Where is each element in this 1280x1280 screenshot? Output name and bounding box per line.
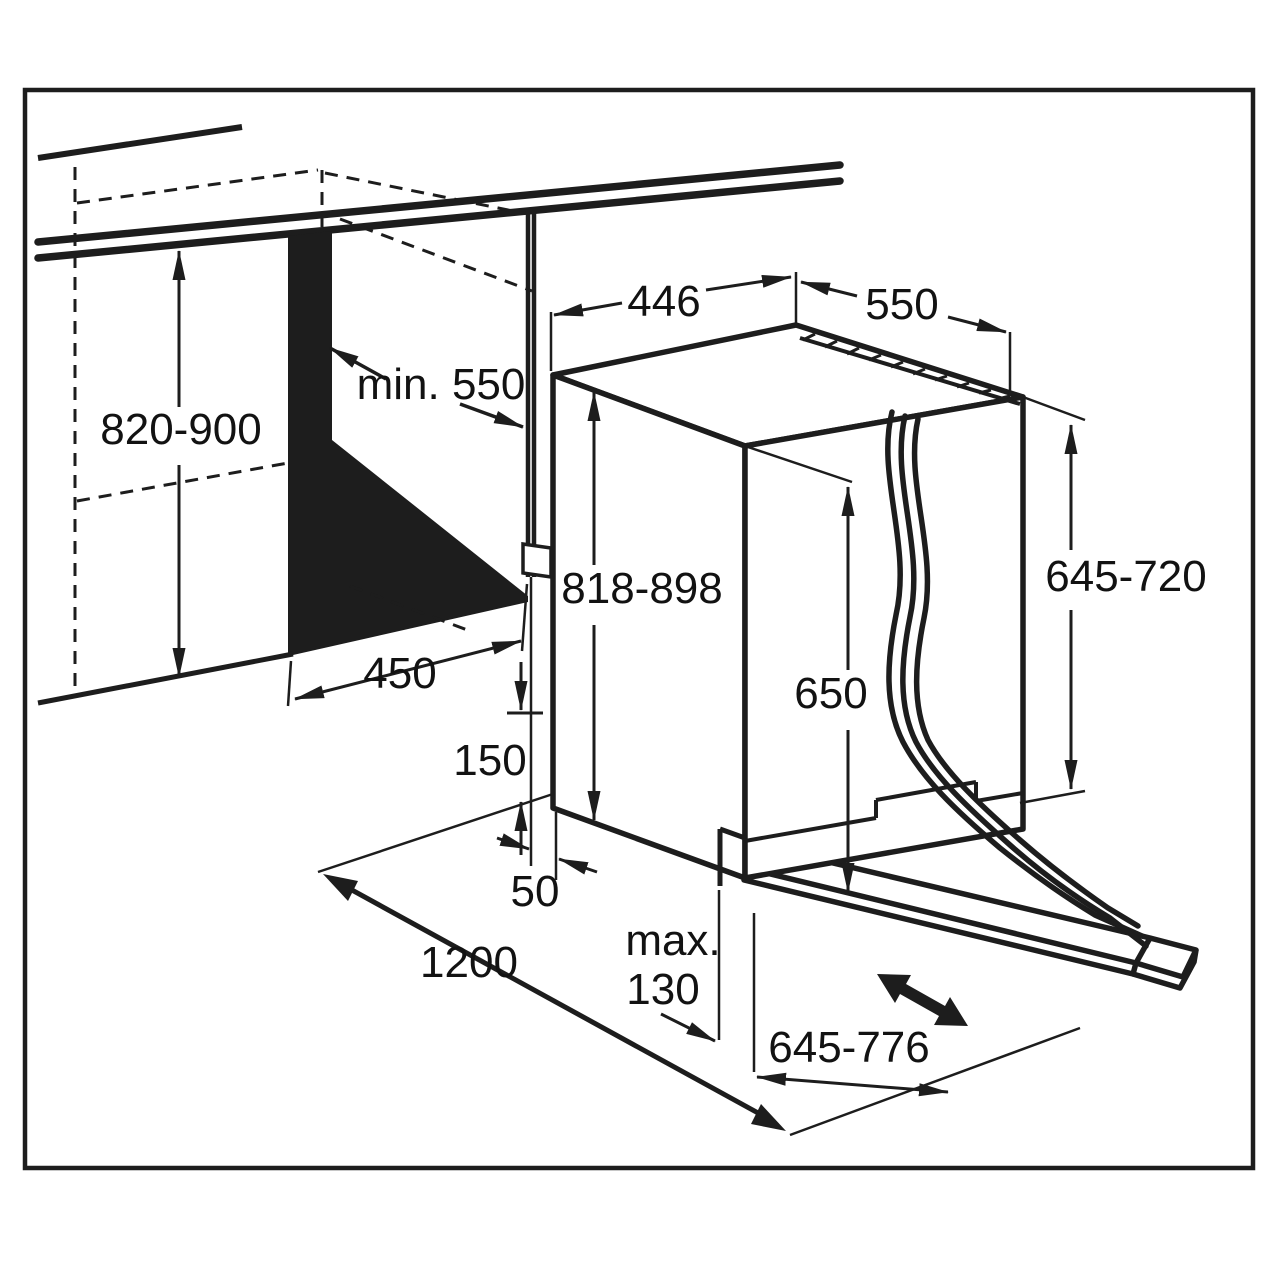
right-clearance-label: 645-720 [1045, 552, 1206, 601]
pull-direction-arrow-icon [877, 974, 968, 1026]
side-panel-foot [521, 541, 553, 580]
plinth-height-label: 150 [453, 736, 526, 785]
hidden-construction-lines [73, 167, 533, 688]
dim-niche-depth: min. 550 [329, 346, 526, 429]
dim-plinth-height: 150 [453, 577, 543, 866]
arrowhead-icon [323, 874, 358, 901]
dim-right-clearance: 645-720 [1019, 395, 1207, 805]
hose-rise-label: 650 [794, 669, 867, 718]
front-clearance-label: 1200 [420, 938, 518, 987]
niche-opening [288, 231, 528, 657]
plinth-recess-value-label: 130 [626, 965, 699, 1014]
side-gap-label: 50 [511, 867, 560, 916]
unit-front-face [550, 372, 748, 881]
worktop-front-edge-lower [34, 177, 844, 262]
dim-unit-width: 446 [549, 272, 798, 371]
drain-hoses [885, 409, 1149, 949]
cabinet-height-label: 820-900 [100, 405, 261, 454]
dim-plinth-recess: max. 130 [625, 890, 721, 1043]
panel-extension-label: 645-776 [768, 1023, 929, 1072]
dim-side-gap: 50 [496, 812, 598, 916]
dim-unit-height: 818-898 [561, 391, 723, 821]
kitchen-counter [34, 124, 844, 706]
arrowhead-icon [751, 1104, 786, 1131]
cabinet-base-edge [37, 651, 294, 706]
unit-depth-label: 550 [865, 280, 938, 329]
dim-unit-depth: 550 [800, 280, 1012, 396]
dim-niche-width: 450 [286, 583, 529, 707]
unit-height-label: 818-898 [561, 564, 722, 613]
dim-front-clearance: 1200 [323, 874, 786, 1131]
worktop-back-edge [37, 124, 243, 161]
niche-width-label: 450 [363, 649, 436, 698]
unit-width-label: 446 [627, 277, 700, 326]
dim-hose-rise: 650 [744, 444, 868, 893]
unit-right-face [742, 394, 1026, 881]
plinth-recess [744, 780, 1024, 843]
dim-panel-extension: 645-776 [752, 913, 949, 1097]
rear-hose-channel-hatch [799, 332, 1021, 406]
worktop-front-edge [34, 161, 844, 246]
plinth-recess-max-label: max. [625, 916, 720, 965]
niche-depth-label: min. 550 [357, 360, 526, 409]
dim-cabinet-height: 820-900 [100, 250, 262, 678]
